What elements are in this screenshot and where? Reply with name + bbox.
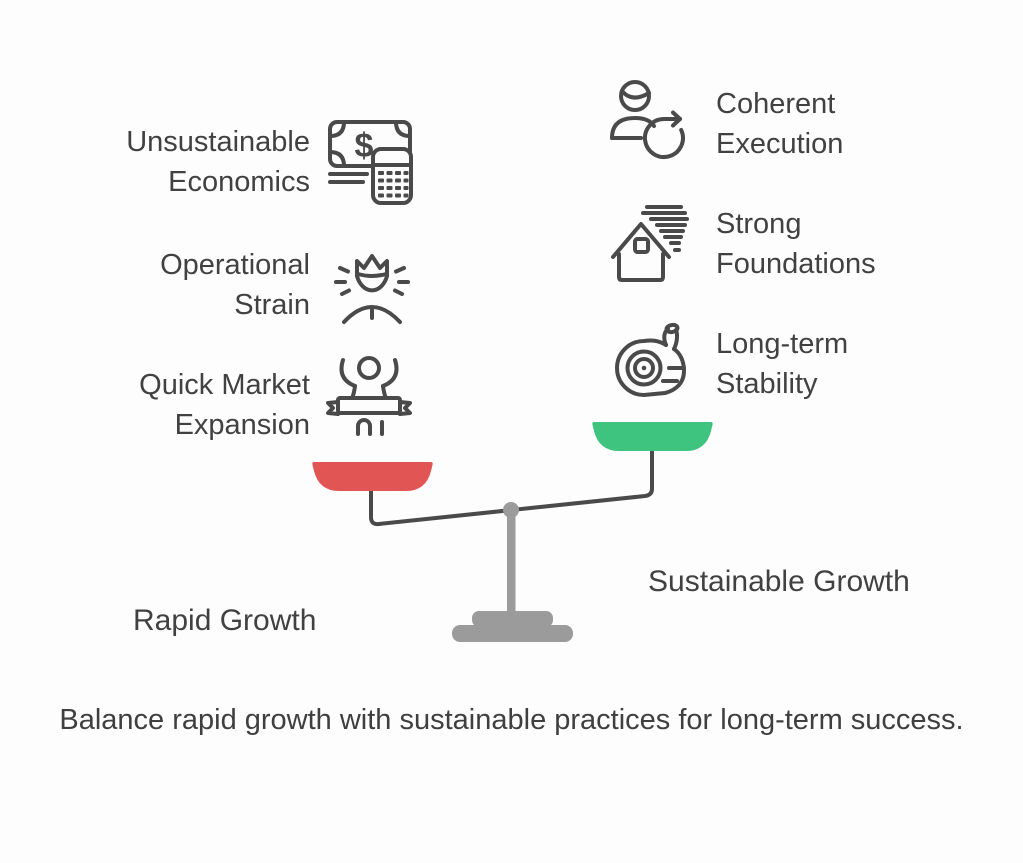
winner-finish-line-icon (324, 352, 414, 442)
scale-pivot (503, 502, 519, 518)
scale-post (507, 513, 516, 621)
caption-text: Balance rapid growth with sustainable pr… (59, 704, 964, 736)
tape-measure-icon (605, 316, 695, 406)
svg-text:$: $ (355, 127, 374, 165)
right-pan (592, 422, 713, 451)
caption-container: Balance rapid growth with sustainable pr… (0, 701, 1023, 740)
label-coherent-execution: Coherent Execution (716, 88, 844, 160)
balance-scale (312, 422, 713, 642)
label-long-term-stability: Long-term Stability (716, 328, 849, 400)
label-operational-strain: Operational Strain (160, 249, 310, 321)
scale-base-lower (452, 625, 573, 642)
label-quick-market-expansion: Quick Market Expansion (139, 369, 310, 441)
money-calculator-icon: $ (325, 115, 415, 205)
stressed-person-icon (327, 236, 417, 326)
label-unsustainable-economics: Unsustainable Economics (126, 126, 310, 198)
scale-base-upper (472, 611, 553, 627)
person-sync-icon (605, 75, 695, 165)
left-pan (312, 462, 433, 491)
label-strong-foundations: Strong Foundations (716, 208, 876, 280)
sustainable-growth-label: Sustainable Growth (648, 565, 910, 598)
house-wind-icon (605, 193, 695, 283)
rapid-growth-label: Rapid Growth (133, 604, 317, 637)
